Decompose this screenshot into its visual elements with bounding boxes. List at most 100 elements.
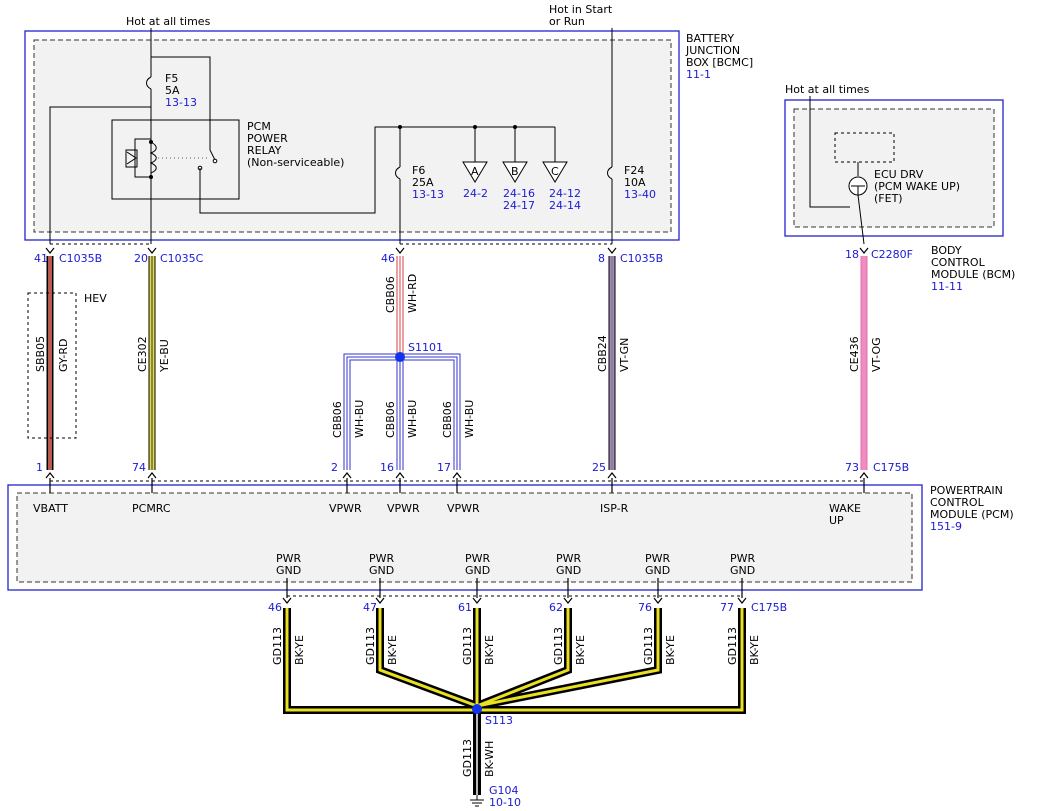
svg-text:PCMRC: PCMRC xyxy=(132,502,171,515)
fuse-f6-symbol xyxy=(395,166,401,180)
battery-junction-box xyxy=(24,30,680,241)
svg-text:VT-OG: VT-OG xyxy=(870,337,883,372)
relay-coil-icon xyxy=(125,149,138,168)
fuse-f24-name: F24 xyxy=(624,164,644,177)
fuse-f5-rating: 5A xyxy=(165,84,180,97)
svg-text:8: 8 xyxy=(598,252,605,265)
ground-ref: 10-10 xyxy=(489,796,521,809)
bcm-labels: ECU DRV (PCM WAKE UP) (FET) BODY CONTROL… xyxy=(874,168,1015,293)
ground-g104-icon xyxy=(470,795,484,807)
svg-text:CE302: CE302 xyxy=(136,336,149,372)
pcm-pin-labels: 1 74 2 16 17 25 73 C175B xyxy=(36,461,909,474)
svg-text:GD113: GD113 xyxy=(461,627,474,665)
svg-text:(PCM WAKE UP): (PCM WAKE UP) xyxy=(874,180,960,193)
fuse-f6-name: F6 xyxy=(412,164,425,177)
svg-text:YE-BU: YE-BU xyxy=(158,339,171,373)
svg-text:UP: UP xyxy=(829,514,844,527)
svg-text:CBB06: CBB06 xyxy=(384,276,397,313)
svg-text:PWR: PWR xyxy=(465,552,491,565)
fuse-f24-rating: 10A xyxy=(624,176,646,189)
svg-text:GND: GND xyxy=(645,564,670,577)
svg-text:73: 73 xyxy=(845,461,859,474)
svg-text:74: 74 xyxy=(132,461,146,474)
svg-text:24-16: 24-16 xyxy=(503,187,535,200)
svg-text:POWERTRAIN: POWERTRAIN xyxy=(930,484,1003,497)
svg-text:GD113: GD113 xyxy=(364,627,377,665)
splice-s1101-label: S1101 xyxy=(408,341,443,354)
svg-text:CONTROL: CONTROL xyxy=(931,256,986,269)
wire-gd113-harness xyxy=(283,608,746,795)
tap-b-letter: B xyxy=(511,165,519,178)
fuse-f6-rating: 25A xyxy=(412,176,434,189)
bjb-labels: BATTERY JUNCTION BOX [BCMC] 11-1 F5 5A 1… xyxy=(165,32,753,212)
svg-text:RELAY: RELAY xyxy=(247,144,282,157)
svg-text:VBATT: VBATT xyxy=(33,502,68,515)
svg-text:61: 61 xyxy=(458,601,472,614)
svg-text:BK-WH: BK-WH xyxy=(483,741,496,777)
wire-cbb06-branches xyxy=(343,353,461,470)
powertrain-control-module xyxy=(7,484,923,591)
svg-text:ECU DRV: ECU DRV xyxy=(874,168,924,181)
svg-text:46: 46 xyxy=(268,601,282,614)
tap-a-triangle xyxy=(462,161,488,183)
svg-text:17: 17 xyxy=(437,461,451,474)
svg-text:24-17: 24-17 xyxy=(503,199,535,212)
svg-text:25: 25 xyxy=(592,461,606,474)
svg-text:PCM: PCM xyxy=(247,120,271,133)
svg-text:77: 77 xyxy=(720,601,734,614)
ground-name: G104 xyxy=(489,784,519,797)
svg-text:VPWR: VPWR xyxy=(447,502,480,515)
svg-text:GND: GND xyxy=(465,564,490,577)
svg-text:24-14: 24-14 xyxy=(549,199,581,212)
splice-s113-label: S113 xyxy=(485,714,513,727)
svg-text:GND: GND xyxy=(730,564,755,577)
svg-text:BK-YE: BK-YE xyxy=(483,635,496,665)
bjb-ref: 11-1 xyxy=(686,68,711,81)
svg-text:C1035B: C1035B xyxy=(59,252,102,265)
svg-text:CONTROL: CONTROL xyxy=(930,496,985,509)
svg-text:(Non-serviceable): (Non-serviceable) xyxy=(247,156,344,169)
wire-labels: SBB05 GY-RD CE302 YE-BU CBB06 WH-RD CBB0… xyxy=(34,274,883,777)
connector-chevrons xyxy=(45,247,869,604)
svg-text:GND: GND xyxy=(369,564,394,577)
svg-text:PWR: PWR xyxy=(369,552,395,565)
tap-c-triangle xyxy=(542,161,568,183)
body-control-module xyxy=(784,99,1004,237)
pcm-labels: POWERTRAIN CONTROL MODULE (PCM) 151-9 VB… xyxy=(33,484,1014,577)
svg-text:CE436: CE436 xyxy=(848,336,861,372)
hot-in-start-label-1: Hot in Start xyxy=(549,3,613,16)
svg-text:(FET): (FET) xyxy=(874,192,903,205)
svg-text:BK-YE: BK-YE xyxy=(293,635,306,665)
svg-text:2: 2 xyxy=(331,461,338,474)
svg-text:BK-YE: BK-YE xyxy=(664,635,677,665)
svg-text:GND: GND xyxy=(556,564,581,577)
svg-text:PWR: PWR xyxy=(730,552,756,565)
svg-text:MODULE (BCM): MODULE (BCM) xyxy=(931,268,1015,281)
svg-text:76: 76 xyxy=(638,601,652,614)
svg-text:WH-RD: WH-RD xyxy=(406,274,419,313)
svg-text:GND: GND xyxy=(276,564,301,577)
fuse-f24-symbol xyxy=(607,166,613,180)
svg-text:C1035B: C1035B xyxy=(620,252,663,265)
svg-text:VPWR: VPWR xyxy=(329,502,362,515)
hev-option-box xyxy=(27,292,77,439)
svg-text:62: 62 xyxy=(549,601,563,614)
svg-text:WH-BU: WH-BU xyxy=(406,400,419,438)
svg-text:BOX [BCMC]: BOX [BCMC] xyxy=(686,56,753,69)
svg-text:CBB06: CBB06 xyxy=(331,401,344,438)
hot-at-all-times-bcm-label: Hot at all times xyxy=(785,83,870,96)
svg-text:VPWR: VPWR xyxy=(387,502,420,515)
splice-s113-dot xyxy=(472,704,482,714)
svg-text:ISP-R: ISP-R xyxy=(600,502,629,515)
svg-text:41: 41 xyxy=(34,252,48,265)
svg-text:WH-BU: WH-BU xyxy=(463,400,476,438)
svg-text:1: 1 xyxy=(36,461,43,474)
ecu-drv-box xyxy=(834,132,895,163)
svg-text:GD113: GD113 xyxy=(461,739,474,777)
bcm-ref: 11-11 xyxy=(931,280,963,293)
svg-text:VT-GN: VT-GN xyxy=(618,338,631,372)
header-labels: Hot at all times Hot in Start or Run Hot… xyxy=(126,3,870,96)
svg-text:CBB24: CBB24 xyxy=(596,335,609,372)
svg-text:PWR: PWR xyxy=(276,552,302,565)
